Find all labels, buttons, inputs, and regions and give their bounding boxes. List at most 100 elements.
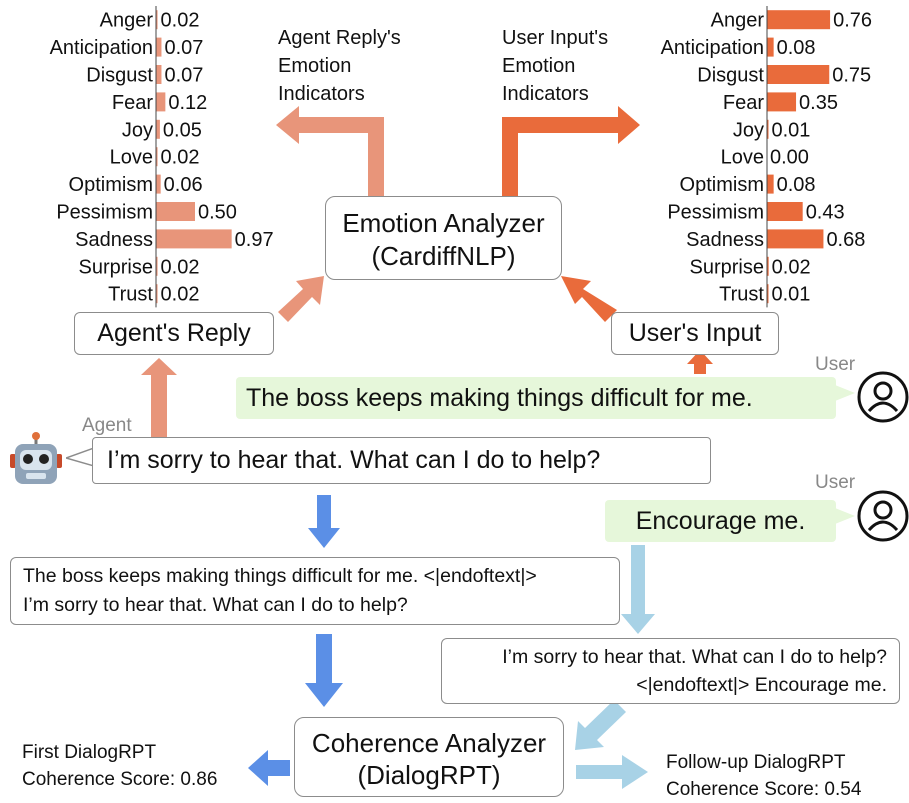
user-category-label-optimism: Optimism bbox=[680, 174, 764, 196]
first-score-line1: First DialogRPT bbox=[22, 742, 157, 763]
agent-bar-surprise bbox=[156, 256, 158, 276]
user-value-label-disgust: 0.75 bbox=[832, 65, 871, 87]
agent-bar-sadness bbox=[156, 229, 232, 249]
agent-category-label-sadness: Sadness bbox=[75, 229, 153, 251]
user-category-label-sadness: Sadness bbox=[686, 229, 764, 251]
arrow-context-right-to-coherence bbox=[575, 700, 626, 750]
user-bar-sadness bbox=[767, 229, 824, 249]
arrow-analyzer-to-agent-indicators bbox=[276, 106, 384, 197]
agent-value-label-pessimism: 0.50 bbox=[198, 202, 237, 224]
user-bar-joy bbox=[767, 119, 769, 139]
user1-message-text: The boss keeps making things difficult f… bbox=[246, 384, 753, 412]
user-value-label-trust: 0.01 bbox=[772, 284, 811, 306]
user-indicators-line3: Indicators bbox=[502, 83, 589, 105]
followup-context-line2: <|endoftext|> Encourage me. bbox=[636, 674, 887, 696]
emotion-analyzer-box: Emotion Analyzer (CardiffNLP) bbox=[325, 196, 562, 280]
agent-indicators-line3: Indicators bbox=[278, 83, 365, 105]
agent-value-label-trust: 0.02 bbox=[161, 284, 200, 306]
user-category-label-surprise: Surprise bbox=[690, 256, 764, 278]
agent-indicators-label: Agent Reply's Emotion Indicators bbox=[278, 24, 401, 108]
user2-bubble-tail bbox=[835, 508, 855, 524]
agent-reply-label: Agent's Reply bbox=[97, 319, 251, 347]
agent-bar-anger bbox=[156, 10, 158, 30]
agent-category-label-optimism: Optimism bbox=[69, 174, 153, 196]
agent-category-label-anger: Anger bbox=[100, 10, 154, 32]
user-bar-anticipation bbox=[767, 37, 774, 57]
user-value-label-anger: 0.76 bbox=[833, 10, 872, 32]
first-score-line2: Coherence Score: 0.86 bbox=[22, 769, 218, 790]
robot-icon bbox=[6, 430, 66, 490]
light-blue-arrows bbox=[575, 545, 655, 789]
user-bar-fear bbox=[767, 92, 797, 112]
agent-value-label-sadness: 0.97 bbox=[235, 229, 274, 251]
user-bar-anger bbox=[767, 10, 831, 30]
followup-context-line1: I’m sorry to hear that. What can I do to… bbox=[502, 646, 887, 668]
agent-flow-arrows bbox=[141, 106, 384, 440]
agent-category-label-fear: Fear bbox=[112, 92, 153, 114]
arrow-analyzer-to-user-indicators bbox=[502, 106, 640, 197]
agent-value-label-anger: 0.02 bbox=[161, 10, 200, 32]
user-bar-surprise bbox=[767, 256, 769, 276]
user-category-label-trust: Trust bbox=[719, 284, 764, 306]
user-input-box: User's Input bbox=[611, 312, 779, 355]
agent-bar-pessimism bbox=[156, 202, 195, 221]
user-category-label-disgust: Disgust bbox=[697, 65, 764, 87]
followup-score-label: Follow-up DialogRPT Coherence Score: 0.5… bbox=[666, 749, 861, 803]
user-bar-trust bbox=[767, 284, 769, 304]
agent-bar-fear bbox=[156, 92, 166, 112]
agent-value-label-joy: 0.05 bbox=[163, 119, 202, 141]
user-category-label-joy: Joy bbox=[733, 119, 764, 141]
user-value-label-joy: 0.01 bbox=[772, 119, 811, 141]
followup-context-box: I’m sorry to hear that. What can I do to… bbox=[441, 638, 900, 704]
agent-bar-trust bbox=[156, 284, 158, 304]
user-category-label-fear: Fear bbox=[723, 92, 764, 114]
user2-message-text: Encourage me. bbox=[635, 507, 806, 535]
agent-value-label-disgust: 0.07 bbox=[164, 65, 203, 87]
coherence-analyzer-box: Coherence Analyzer (DialogRPT) bbox=[294, 717, 564, 797]
user-flow-arrows bbox=[502, 106, 713, 374]
user-avatar-icon bbox=[857, 490, 909, 542]
agent-value-label-optimism: 0.06 bbox=[164, 174, 203, 196]
agent-bar-disgust bbox=[156, 65, 162, 84]
first-context-box: The boss keeps making things difficult f… bbox=[10, 557, 620, 625]
emotion-analyzer-subtitle: (CardiffNLP) bbox=[371, 241, 516, 271]
arrow-user2-to-context-right bbox=[621, 545, 655, 634]
user-value-label-optimism: 0.08 bbox=[777, 174, 816, 196]
user-value-label-anticipation: 0.08 bbox=[777, 37, 816, 59]
user1-bubble-tail bbox=[835, 385, 855, 401]
agent-value-label-fear: 0.12 bbox=[168, 92, 207, 114]
agent-reply-box: Agent's Reply bbox=[74, 312, 274, 355]
user-category-label-love: Love bbox=[721, 147, 764, 169]
user1-message-bubble: The boss keeps making things difficult f… bbox=[236, 377, 836, 419]
agent-category-label-disgust: Disgust bbox=[86, 65, 153, 87]
agent-bar-joy bbox=[156, 119, 160, 139]
emotion-analyzer-title: Emotion Analyzer bbox=[342, 208, 545, 238]
user-category-label-anger: Anger bbox=[711, 10, 765, 32]
user-bar-optimism bbox=[767, 174, 774, 194]
agent-message-text: I’m sorry to hear that. What can I do to… bbox=[107, 446, 601, 474]
agent-bar-optimism bbox=[156, 174, 161, 194]
arrow-reply-to-analyzer bbox=[278, 276, 324, 322]
agent-value-label-love: 0.02 bbox=[161, 147, 200, 169]
first-score-label: First DialogRPT Coherence Score: 0.86 bbox=[22, 739, 217, 793]
agent-indicators-line1: Agent Reply's bbox=[278, 27, 401, 49]
user-category-label-pessimism: Pessimism bbox=[667, 202, 764, 224]
arrow-user-message-to-input bbox=[687, 350, 713, 374]
arrow-agent-to-context-left bbox=[308, 495, 340, 548]
user-value-label-pessimism: 0.43 bbox=[806, 202, 845, 224]
user-bar-disgust bbox=[767, 65, 830, 84]
agent-category-label-joy: Joy bbox=[122, 119, 153, 141]
coherence-analyzer-title: Coherence Analyzer bbox=[311, 728, 547, 758]
coherence-analyzer-subtitle: (DialogRPT) bbox=[357, 760, 501, 790]
user-value-label-fear: 0.35 bbox=[799, 92, 838, 114]
user-category-label-anticipation: Anticipation bbox=[661, 37, 764, 59]
agent-category-label-anticipation: Anticipation bbox=[50, 37, 153, 59]
arrow-coherence-to-followup-score bbox=[576, 755, 648, 789]
user-value-label-surprise: 0.02 bbox=[772, 256, 811, 278]
arrow-agent-message-to-reply bbox=[141, 358, 177, 440]
